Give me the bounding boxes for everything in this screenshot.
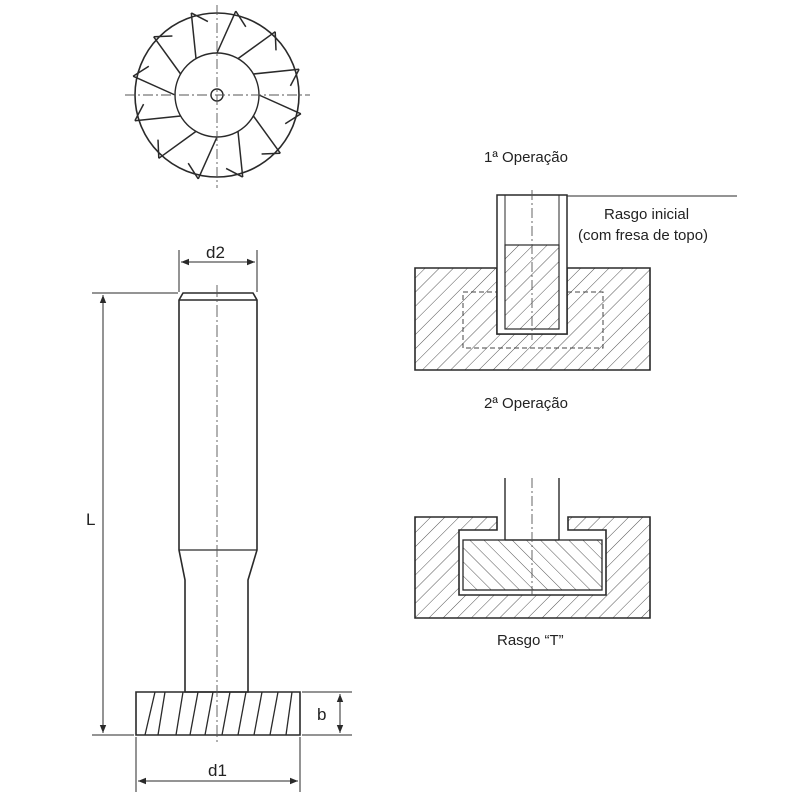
cutter-tooth-gullet [187, 162, 199, 180]
rasgo-t-label: Rasgo “T” [497, 632, 564, 649]
op2-tslot-cutter [462, 539, 603, 591]
cutter-tooth-gullet [225, 167, 244, 178]
cutter-tooth [132, 75, 176, 96]
cutter-tooth [153, 36, 182, 75]
cutter-tooth [237, 131, 244, 178]
cutter-tooth [252, 115, 281, 154]
op2-block [414, 516, 651, 619]
L-label: L [86, 510, 95, 529]
cutter-tooth-gullet [289, 68, 300, 87]
op2-workpiece [414, 516, 651, 619]
cutter-tooth-gullet [153, 35, 173, 38]
op2-title: 2ª Operação [484, 395, 568, 412]
cutter-tooth-gullet [261, 152, 281, 155]
op1-hidden-slot [462, 291, 604, 349]
cutter-tooth [258, 94, 302, 115]
rasgo-inicial-sublabel: (com fresa de topo) [578, 227, 708, 244]
cutter-tooth-gullet [274, 31, 277, 51]
b-label: b [317, 705, 326, 724]
cutter-head [135, 691, 301, 736]
cutter-tooth-gullet [284, 113, 302, 125]
cutter-side-view [135, 285, 301, 745]
d2-label: d2 [206, 243, 225, 262]
cutter-tooth-gullet [157, 139, 160, 159]
cutter-end-view [125, 5, 310, 188]
cutter-shank [178, 292, 258, 693]
d1-label: d1 [208, 761, 227, 780]
cutter-tooth [253, 68, 300, 75]
cutter-tooth [134, 115, 181, 122]
cutter-tooth [197, 136, 218, 180]
cutter-teeth [132, 10, 302, 180]
cutter-tooth-gullet [132, 65, 150, 77]
cutter-centerlines [125, 5, 310, 188]
rasgo-inicial-label: Rasgo inicial [604, 206, 689, 223]
cutter-tooth-gullet [190, 12, 209, 23]
dimension-lines [92, 250, 352, 792]
op1-title: 1ª Operação [484, 149, 568, 166]
cutter-tooth [158, 130, 197, 159]
cutter-tooth-gullet [134, 103, 145, 122]
cutter-tooth [190, 12, 197, 59]
cutter-tooth [216, 10, 237, 54]
op1-endmill [496, 190, 568, 340]
cutter-tooth-gullet [235, 10, 247, 28]
cutter-tooth [237, 31, 276, 60]
op2-shank [504, 478, 560, 595]
cutter-head-flutes [144, 691, 293, 736]
